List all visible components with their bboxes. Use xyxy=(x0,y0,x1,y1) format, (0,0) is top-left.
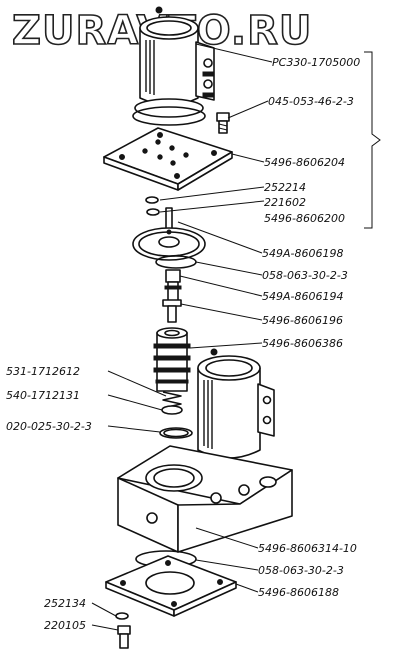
label-1712131: 540-1712131 xyxy=(6,389,80,402)
label-1712612: 531-1712612 xyxy=(6,365,80,378)
spring-seat xyxy=(161,405,183,415)
valve-body xyxy=(117,445,293,553)
spring xyxy=(162,391,182,409)
label-220105: 220105 xyxy=(44,619,86,632)
label-221602: 221602 xyxy=(264,196,306,209)
o-ring-middle xyxy=(159,427,193,439)
flange-plate-lower xyxy=(105,555,237,617)
spool-valve xyxy=(153,327,191,392)
label-8606188: 5496-8606188 xyxy=(258,586,339,599)
bolt-lower xyxy=(117,625,131,649)
label-058-063-upper: 058-063-30-2-3 xyxy=(262,269,348,282)
label-8606386: 5496-8606386 xyxy=(262,337,343,350)
upper-solenoid xyxy=(132,6,215,126)
diaphragm-assembly xyxy=(132,207,206,261)
label-8606200: 5496-8606200 xyxy=(264,212,345,225)
part-number-labels: PC330-1705000 045-053-46-2-3 5496-860620… xyxy=(6,56,360,632)
nut-small xyxy=(146,208,160,216)
label-058-063-lower: 058-063-30-2-3 xyxy=(258,564,344,577)
label-pc330: PC330-1705000 xyxy=(272,56,360,69)
leader-lines xyxy=(91,43,273,631)
flange-plate-upper xyxy=(103,127,233,191)
label-252134: 252134 xyxy=(44,597,86,610)
plunger xyxy=(164,269,182,303)
group-bracket xyxy=(364,51,381,229)
pin xyxy=(162,299,182,323)
washer-small xyxy=(145,196,159,204)
label-252214: 252214 xyxy=(264,181,306,194)
label-8606196: 5496-8606196 xyxy=(262,314,343,327)
washer-lower xyxy=(115,612,129,620)
label-8606204: 5496-8606204 xyxy=(264,156,345,169)
label-020-025: 020-025-30-2-3 xyxy=(6,420,92,433)
lower-solenoid xyxy=(197,348,275,459)
label-8606194: 549A-8606194 xyxy=(262,290,343,303)
label-8606314: 5496-8606314-10 xyxy=(258,542,357,555)
label-8606198: 549A-8606198 xyxy=(262,247,343,260)
screw-upper xyxy=(216,112,230,134)
label-045-053: 045-053-46-2-3 xyxy=(268,95,354,108)
